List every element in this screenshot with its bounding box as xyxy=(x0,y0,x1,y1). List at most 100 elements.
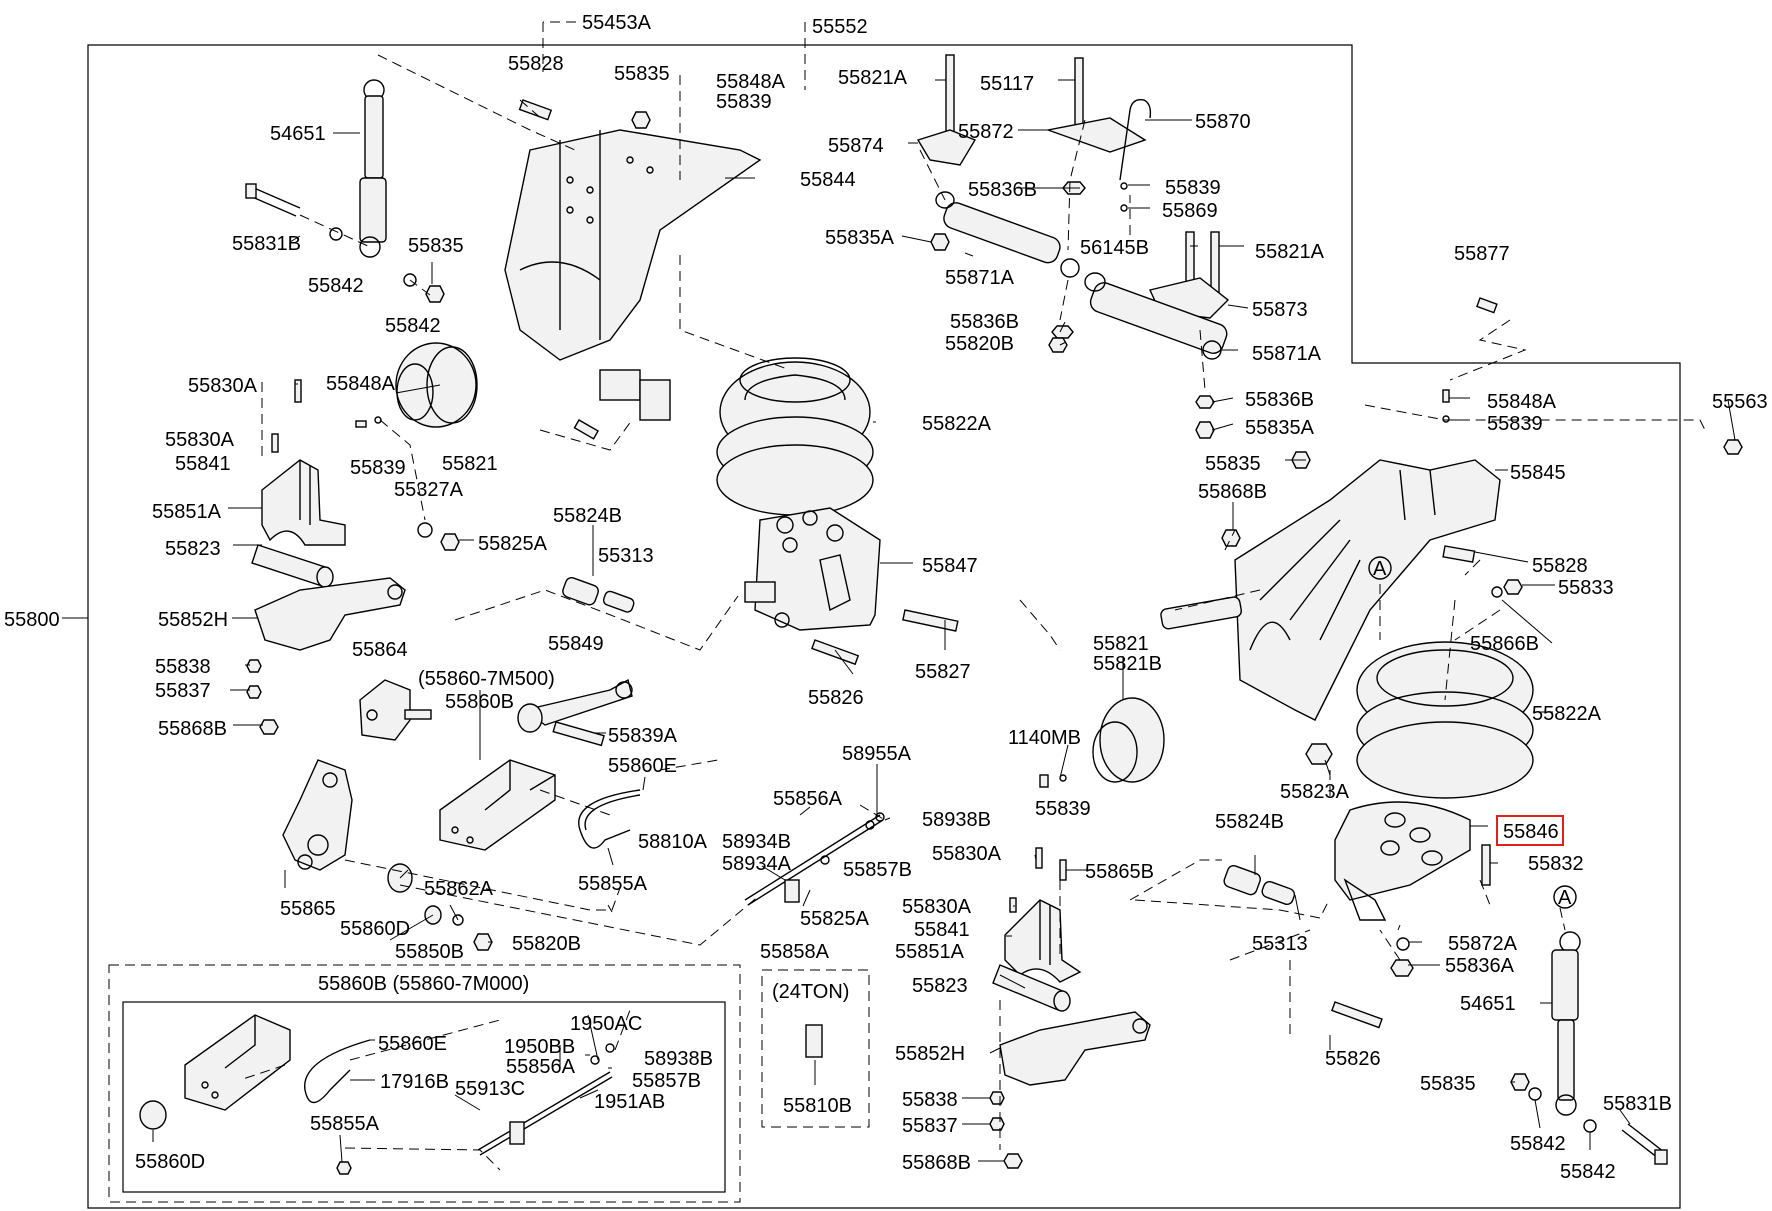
washer-55842-l1 xyxy=(329,227,343,241)
bolt-55877 xyxy=(1476,297,1498,314)
plate-55872 xyxy=(1045,117,1147,153)
label-55835-br: 55835 xyxy=(1420,1073,1476,1095)
label-55852h-l: 55852H xyxy=(158,609,228,631)
label-55825a-l: 55825A xyxy=(478,533,548,555)
label-55830a-2: 55830A xyxy=(165,429,235,451)
nut-55837-l xyxy=(246,685,262,699)
label-55860d-b: 55860D xyxy=(135,1151,205,1173)
shock-absorber-55871a-2 xyxy=(1084,272,1228,360)
bolt-55117 xyxy=(1074,57,1084,129)
label-55828-top: 55828 xyxy=(508,53,564,75)
label-55821b: 55821B xyxy=(1093,653,1162,675)
bolt-55821a-top xyxy=(945,54,955,136)
label-1950ac: 1950AC xyxy=(570,1013,642,1035)
label-1950bb: 1950BB xyxy=(504,1036,575,1058)
label-55849: 55849 xyxy=(548,633,604,655)
label-55866b: 55866B xyxy=(1470,633,1539,655)
label-55837-r: 55837 xyxy=(902,1115,958,1137)
highlight-box-55846 xyxy=(1496,815,1564,846)
label-55847: 55847 xyxy=(922,555,978,577)
label-55852h-r: 55852H xyxy=(895,1043,965,1065)
label-55833: 55833 xyxy=(1558,577,1614,599)
air-spring-mount-55821 xyxy=(395,342,478,428)
label-55823a: 55823A xyxy=(1280,781,1350,803)
bolt-55826-m xyxy=(811,639,860,666)
label-55827: 55827 xyxy=(915,661,971,683)
label-54651-r: 54651 xyxy=(1460,993,1516,1015)
label-55327a: 55327A xyxy=(394,479,464,501)
label-55850b: 55850B xyxy=(395,941,464,963)
label-55860b-top: 55860B xyxy=(445,691,514,713)
label-55872: 55872 xyxy=(958,121,1014,143)
bolt-55827 xyxy=(902,609,959,632)
label-55313-r: 55313 xyxy=(1252,933,1308,955)
label-55856a-b: 55856A xyxy=(506,1056,576,1078)
label-55831b-left: 55831B xyxy=(232,233,301,255)
bushing-55824b-top xyxy=(562,576,599,606)
label-55856a-top: 55856A xyxy=(773,788,843,810)
inset-7m000-dashed xyxy=(108,964,741,1203)
label-58934b: 58934B xyxy=(722,831,791,853)
bolt-55831b-right xyxy=(1621,1123,1668,1165)
sensor-55810b xyxy=(805,1024,823,1058)
label-55842-r1: 55842 xyxy=(1510,1133,1566,1155)
label-55835-r2: 55835 xyxy=(1205,453,1261,475)
label-55830a-4: 55830A xyxy=(902,896,972,918)
air-spring-55822a-right xyxy=(1356,641,1534,799)
bracket-55851a-right xyxy=(1004,899,1082,983)
washer-55839-rr xyxy=(1442,415,1450,423)
label-55836b-2: 55836B xyxy=(950,311,1019,333)
nut-55868b-b xyxy=(1003,1153,1023,1169)
shock-absorber-left xyxy=(359,79,387,258)
label-55831b-r: 55831B xyxy=(1603,1093,1672,1115)
label-55865b: 55865B xyxy=(1085,861,1154,883)
label-55848a-top: 55848A xyxy=(716,71,786,93)
nut-55855a-b xyxy=(336,1161,352,1175)
bracket-55851a-left xyxy=(261,459,346,546)
label-24ton: (24TON) xyxy=(772,981,849,1003)
frame-bracket-55845 xyxy=(1160,459,1501,721)
air-spring-55822a-top xyxy=(716,357,874,516)
washer-55327a xyxy=(417,522,433,538)
nut-55563 xyxy=(1723,439,1743,455)
label-55836a: 55836A xyxy=(1445,955,1515,977)
shock-absorber-55871a-1 xyxy=(935,191,1080,278)
label-55858a: 55858A xyxy=(760,941,830,963)
label-55848a-r: 55848A xyxy=(1487,391,1557,413)
rod-17916b xyxy=(304,1039,371,1104)
bushing-55823-right xyxy=(992,964,1071,1012)
label-55453a: 55453A xyxy=(582,12,652,34)
label-55313-top: 55313 xyxy=(598,545,654,567)
label-1951ab: 1951AB xyxy=(594,1091,665,1113)
bolt-1140mb xyxy=(1039,774,1049,788)
label-55868b-r: 55868B xyxy=(1198,481,1267,503)
nut-55835a-r xyxy=(1195,421,1215,439)
label-55836b-1: 55836B xyxy=(968,179,1037,201)
hook-55870 xyxy=(1119,99,1152,181)
pin-55313-top xyxy=(602,590,635,613)
label-55855a-top: 55855A xyxy=(578,873,648,895)
label-55822a-r: 55822A xyxy=(1532,703,1602,725)
label-55860-7m500: (55860-7M500) xyxy=(418,668,555,690)
label-55835a-top: 55835A xyxy=(825,227,895,249)
label-55855a-b: 55855A xyxy=(310,1113,380,1135)
label-55857b-b: 55857B xyxy=(632,1070,701,1092)
rod-58810a-2 xyxy=(584,794,641,831)
label-58810a: 58810A xyxy=(638,831,708,853)
linkage-inset xyxy=(477,1043,615,1156)
label-55837-l: 55837 xyxy=(155,680,211,702)
bolt-55826-r xyxy=(1331,1001,1383,1029)
bolt-55831b-left xyxy=(245,183,301,217)
bushing-55823-left xyxy=(251,544,334,588)
washer-55842-r1 xyxy=(1528,1087,1542,1101)
label-55839a: 55839A xyxy=(608,725,678,747)
assembly-frame xyxy=(87,44,1681,1209)
label-55869: 55869 xyxy=(1162,200,1218,222)
label-55868b-b: 55868B xyxy=(902,1152,971,1174)
washer-55869 xyxy=(1120,204,1128,212)
link-55865 xyxy=(282,759,353,871)
washer-55866b xyxy=(1491,586,1503,598)
label-56145b: 56145B xyxy=(1080,237,1149,259)
frame-bracket-55844 xyxy=(504,129,762,421)
label-55828-r: 55828 xyxy=(1532,555,1588,577)
